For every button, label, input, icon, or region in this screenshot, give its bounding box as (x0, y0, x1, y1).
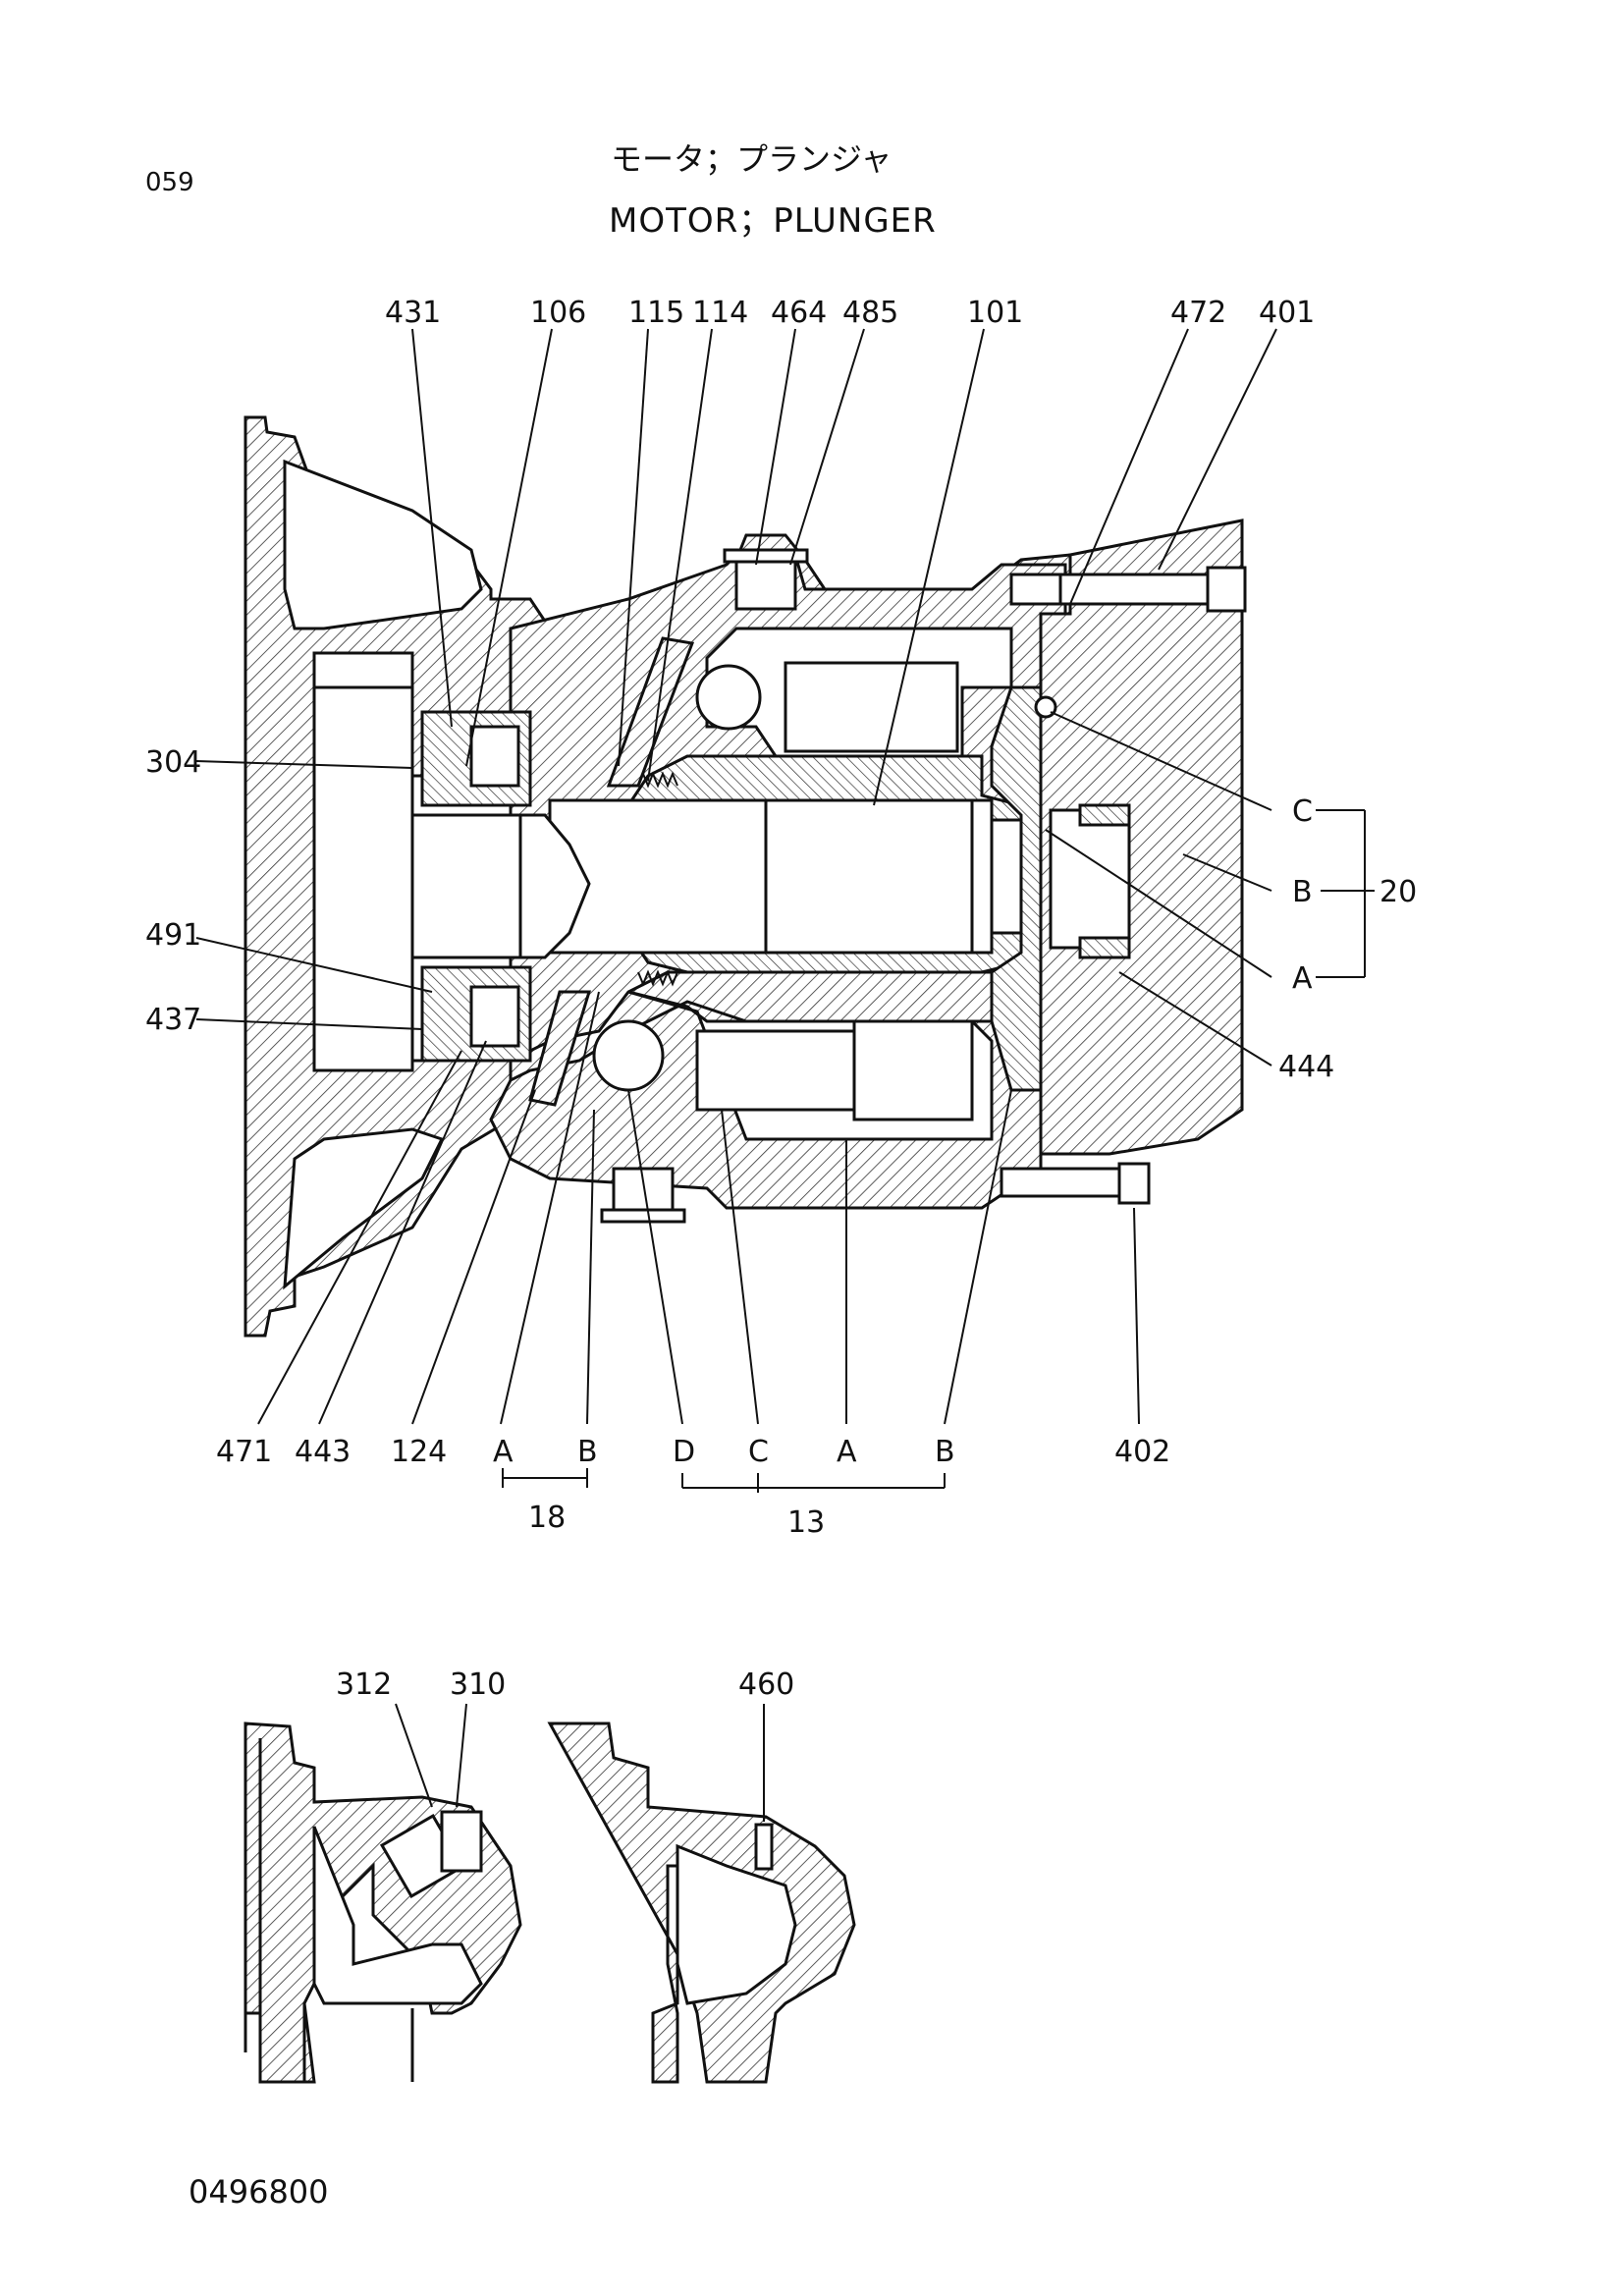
bolt-top (1009, 566, 1247, 613)
flange-recess-upper (283, 459, 483, 630)
callout-D-13: D (673, 1435, 695, 1469)
detail-right-plug (754, 1823, 774, 1871)
seal-ring (1034, 695, 1057, 719)
callouts-bottom: 471 443 124 A B D C A B 402 18 13 (216, 1435, 1170, 1540)
callout-464: 464 (771, 296, 827, 330)
leader-lines (195, 328, 1375, 1493)
page-number: 059 (145, 168, 194, 197)
callout-A: A (1292, 961, 1313, 996)
plug-top (723, 548, 809, 611)
title-english: MOTOR；PLUNGER (609, 201, 937, 241)
callouts-left: 304 491 437 (145, 745, 201, 1037)
callout-114: 114 (692, 296, 748, 330)
callout-C-13: C (748, 1435, 769, 1469)
valve-plate (990, 685, 1043, 1092)
callout-group-13: 13 (787, 1505, 825, 1540)
detail-left-casing (243, 1722, 522, 2084)
piston-upper (784, 661, 959, 753)
detail-left-plug (379, 1810, 483, 1899)
callout-491: 491 (145, 918, 201, 953)
callout-A-13: A (837, 1435, 857, 1469)
rear-cover-bore (1049, 808, 1131, 950)
callout-312: 312 (336, 1667, 392, 1702)
callout-B-18: B (577, 1435, 598, 1469)
detail-view-right (547, 1704, 856, 2084)
detail-view-left (243, 1703, 522, 2084)
callout-124: 124 (391, 1435, 447, 1469)
drawing-number: 0496800 (189, 2173, 329, 2211)
drive-shaft (548, 798, 994, 955)
callout-401: 401 (1259, 296, 1315, 330)
bolt-bottom (1000, 1162, 1151, 1205)
callout-485: 485 (842, 296, 898, 330)
callout-471: 471 (216, 1435, 272, 1469)
callouts-right: C B A 444 20 (1278, 794, 1417, 1084)
callout-437: 437 (145, 1003, 201, 1037)
detail-right-cavity (676, 1843, 797, 2005)
callout-115: 115 (628, 296, 684, 330)
detail-left-cavity (312, 1826, 483, 2005)
callout-group-18: 18 (528, 1501, 566, 1535)
callout-443: 443 (295, 1435, 351, 1469)
title-japanese: モータ；プランジャ (611, 140, 893, 178)
callout-106: 106 (530, 296, 586, 330)
spring-lower (637, 969, 678, 987)
callout-B-13: B (935, 1435, 955, 1469)
callouts-top: 431 106 115 114 464 485 101 472 401 (385, 296, 1315, 330)
main-section-view (243, 415, 1247, 1338)
callout-group-20: 20 (1380, 875, 1417, 909)
flange-bore (312, 685, 414, 1072)
flange-recess-lower (283, 1127, 445, 1290)
callout-B: B (1292, 875, 1313, 909)
bearing-rear (1078, 803, 1131, 827)
piston-lower (695, 1029, 856, 1112)
callout-304: 304 (145, 745, 201, 780)
callout-472: 472 (1170, 296, 1226, 330)
shaft-coupling (410, 813, 591, 959)
callout-101: 101 (967, 296, 1023, 330)
callout-402: 402 (1114, 1435, 1170, 1469)
callout-444: 444 (1278, 1050, 1334, 1084)
callout-431: 431 (385, 296, 441, 330)
callout-460: 460 (738, 1667, 794, 1702)
spring-upper (637, 771, 678, 789)
front-bearing (420, 710, 532, 1063)
piston-lower-end (852, 1019, 974, 1121)
callout-C: C (1292, 794, 1313, 829)
swash-plate-lower (528, 990, 592, 1107)
callout-A-18: A (493, 1435, 514, 1469)
callout-310: 310 (450, 1667, 506, 1702)
